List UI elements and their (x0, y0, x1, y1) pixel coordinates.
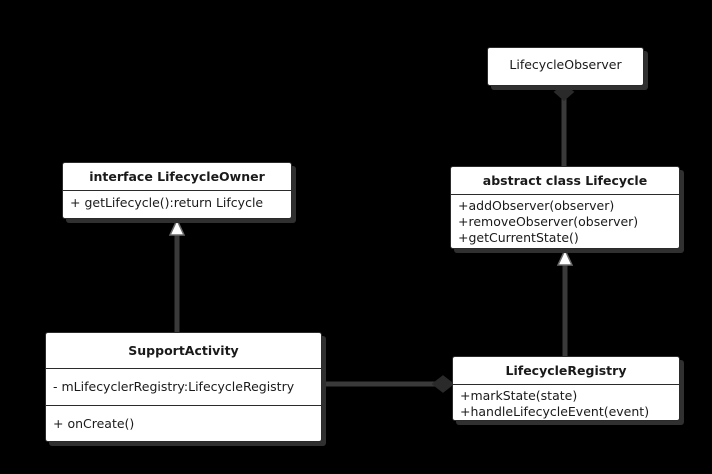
filled-diamond-marker (553, 84, 575, 101)
class-title: LifecycleRegistry (505, 363, 627, 378)
attributes-compartment: - mLifecyclerRegistry:LifecycleRegistry (46, 368, 321, 405)
class-title: LifecycleObserver (509, 57, 622, 72)
hollow-triangle-arrowhead (168, 218, 186, 236)
class-box-lifecycle-registry[interactable]: LifecycleRegistry +markState(state) +han… (452, 356, 680, 421)
class-member: +markState(state) (460, 388, 578, 403)
hollow-triangle-arrowhead (556, 248, 574, 266)
connector-lifecycle-to-observer (553, 84, 575, 166)
class-title: SupportActivity (128, 343, 239, 358)
class-attribute: - mLifecyclerRegistry:LifecycleRegistry (53, 379, 295, 394)
class-member: + onCreate() (53, 416, 135, 431)
operations-compartment: +addObserver(observer) +removeObserver(o… (451, 194, 679, 248)
class-member: +removeObserver(observer) (458, 214, 639, 229)
class-member: +addObserver(observer) (458, 198, 615, 213)
connector-supportactivity-to-registry (322, 375, 455, 393)
class-box-lifecycle[interactable]: abstract class Lifecycle +addObserver(ob… (450, 166, 680, 249)
operations-compartment: +markState(state) +handleLifecycleEvent(… (453, 384, 679, 420)
class-member: +handleLifecycleEvent(event) (460, 404, 650, 419)
class-box-support-activity[interactable]: SupportActivity - mLifecyclerRegistry:Li… (45, 332, 322, 442)
operations-compartment: + getLifecycle():return Lifcycle (63, 190, 291, 215)
class-box-lifecycle-observer[interactable]: LifecycleObserver (487, 47, 644, 86)
operations-compartment: + onCreate() (46, 405, 321, 441)
connector-supportactivity-to-owner (168, 218, 186, 332)
class-box-lifecycle-owner[interactable]: interface LifecycleOwner + getLifecycle(… (62, 162, 292, 219)
class-title: interface LifecycleOwner (89, 169, 265, 184)
class-title: abstract class Lifecycle (482, 173, 648, 188)
filled-diamond-marker (431, 375, 455, 393)
class-member: + getLifecycle():return Lifcycle (70, 195, 264, 210)
connector-registry-to-lifecycle (556, 248, 574, 356)
class-member: +getCurrentState() (458, 230, 579, 245)
